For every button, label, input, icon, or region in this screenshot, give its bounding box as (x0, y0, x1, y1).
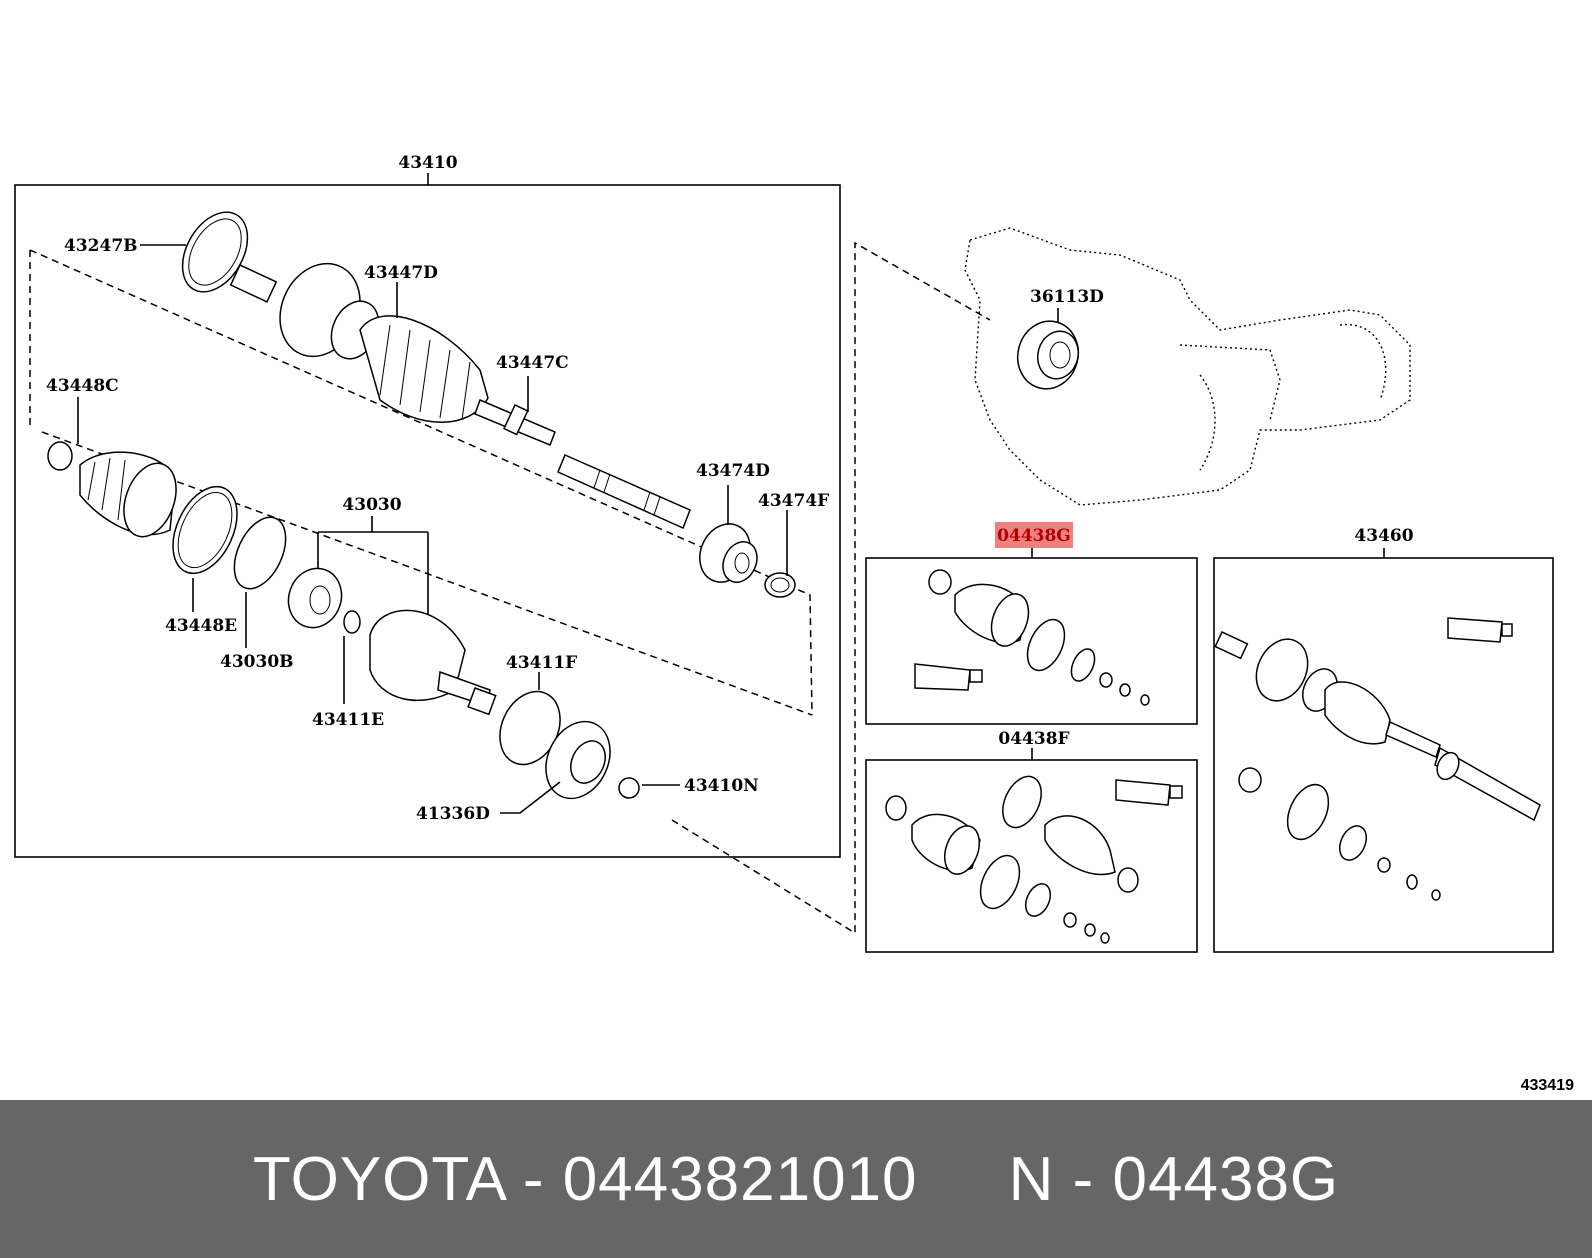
label-43448C[interactable]: 43448C (46, 376, 119, 396)
footer-bar: TOYOTA - 0443821010 N - 04438G (0, 1100, 1592, 1258)
shaft-upper[interactable] (474, 398, 691, 530)
label-36113D[interactable]: 36113D (1030, 287, 1104, 307)
clamp-43448C[interactable] (47, 441, 73, 471)
kit-contents-04438G[interactable] (914, 569, 1150, 706)
label-04438G[interactable]: 04438G (997, 526, 1071, 546)
joint-housing[interactable] (369, 609, 497, 716)
label-43448E[interactable]: 43448E (165, 616, 237, 636)
oil-seal-41336D[interactable] (534, 711, 622, 809)
clamp-43447C[interactable] (503, 404, 529, 436)
drive-shaft-43460[interactable] (1214, 631, 1541, 822)
tripod-joint[interactable] (280, 561, 349, 635)
diagram-id: 433419 (1521, 1077, 1574, 1094)
label-43410N[interactable]: 43410N (684, 776, 759, 796)
label-43474D[interactable]: 43474D (696, 461, 770, 481)
oil-seal-36113D[interactable] (1010, 314, 1086, 395)
label-43460[interactable]: 43460 (1354, 526, 1413, 546)
highlight-04438G (995, 522, 1073, 548)
outboard-joint-43447D[interactable] (229, 250, 388, 369)
o-ring-43410N[interactable] (618, 777, 640, 799)
label-43447D[interactable]: 43447D (364, 263, 438, 283)
label-43030B[interactable]: 43030B (220, 652, 294, 672)
dashed-outline (29, 249, 813, 716)
transaxle-housing (964, 227, 1411, 506)
snap-ring-43411E[interactable] (343, 610, 361, 634)
assembly-frame-43460 (1213, 557, 1554, 953)
boot-43447D[interactable] (359, 315, 489, 423)
kit-contents-43460[interactable] (1238, 617, 1513, 901)
footer-part-number: TOYOTA - 0443821010 N - 04438G (252, 1144, 1340, 1214)
label-04438F[interactable]: 04438F (998, 729, 1069, 749)
damper-43474D[interactable] (691, 516, 764, 591)
ring-43030B[interactable] (224, 509, 296, 596)
label-43447C[interactable]: 43447C (496, 353, 569, 373)
label-43247B[interactable]: 43247B (64, 236, 138, 256)
label-43411F[interactable]: 43411F (506, 653, 577, 673)
parts-diagram: 43410 43247B 43447D 43447C 43474D 43474F… (14, 153, 1574, 1094)
inboard-boot[interactable] (79, 451, 186, 544)
kit-contents-04438F[interactable] (885, 770, 1183, 944)
label-43411E[interactable]: 43411E (312, 710, 384, 730)
label-43410[interactable]: 43410 (398, 153, 457, 173)
label-43030[interactable]: 43030 (342, 495, 401, 515)
band-43448E[interactable] (160, 476, 250, 583)
label-43474F[interactable]: 43474F (758, 491, 829, 511)
label-41336D[interactable]: 41336D (416, 804, 490, 824)
clamp-43474F[interactable] (764, 572, 796, 598)
